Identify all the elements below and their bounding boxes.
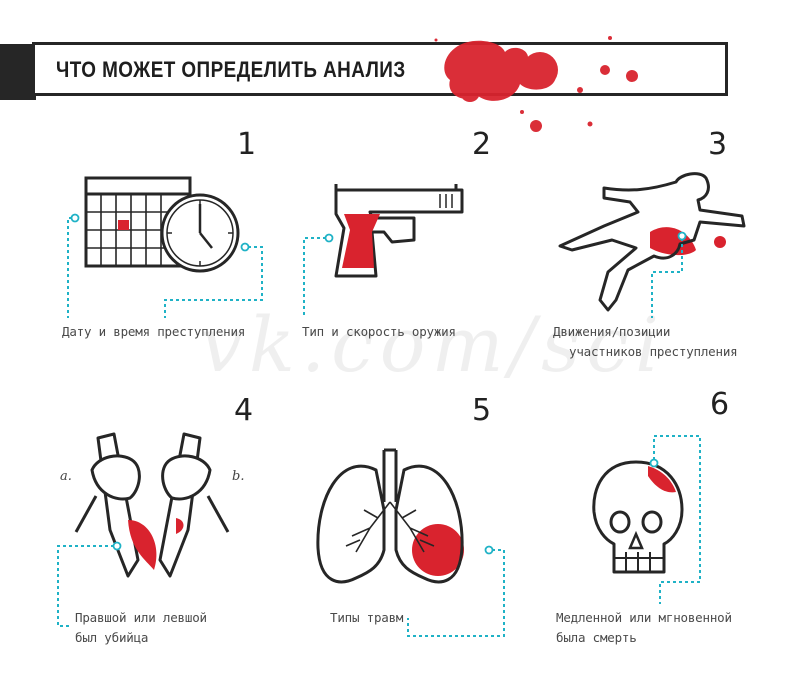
item-number-4: 4 bbox=[234, 393, 254, 428]
connector-5 bbox=[407, 549, 505, 637]
watermark: vk.com/sci bbox=[200, 300, 666, 389]
skull-icon bbox=[592, 460, 684, 574]
item-number-2: 2 bbox=[472, 127, 492, 162]
pistol-icon bbox=[334, 184, 464, 278]
header-accent-bar bbox=[0, 44, 36, 100]
item-number-1: 1 bbox=[237, 127, 257, 162]
header-banner bbox=[32, 42, 728, 96]
item-number-6: 6 bbox=[710, 387, 730, 422]
caption-6: Медленной или мгновенной была смерть bbox=[556, 610, 732, 645]
caption-4: Правшой или левшой был убийца bbox=[75, 610, 207, 645]
connector-6 bbox=[653, 435, 701, 604]
caption-1: Дату и время преступления bbox=[62, 324, 246, 339]
item-number-3: 3 bbox=[708, 127, 728, 162]
body-outline-icon bbox=[558, 172, 746, 312]
knife-label-a: a. bbox=[60, 469, 72, 484]
page-title: ЧТО МОЖЕТ ОПРЕДЕЛИТЬ АНАЛИЗ bbox=[56, 57, 406, 82]
connector-4 bbox=[57, 545, 114, 627]
blood-splatter-icon bbox=[434, 36, 638, 132]
caption-3: Движения/позиции участников преступления bbox=[553, 324, 738, 359]
calendar-clock-icon bbox=[84, 176, 240, 273]
connector-2 bbox=[303, 237, 326, 318]
item-number-5: 5 bbox=[472, 393, 492, 428]
caption-5: Типы травм bbox=[330, 610, 404, 625]
lungs-icon bbox=[316, 448, 464, 584]
connector-3 bbox=[651, 238, 683, 318]
knives-icon bbox=[74, 432, 230, 578]
caption-2: Тип и скорость оружия bbox=[302, 324, 456, 339]
knife-label-b: b. bbox=[232, 469, 244, 484]
